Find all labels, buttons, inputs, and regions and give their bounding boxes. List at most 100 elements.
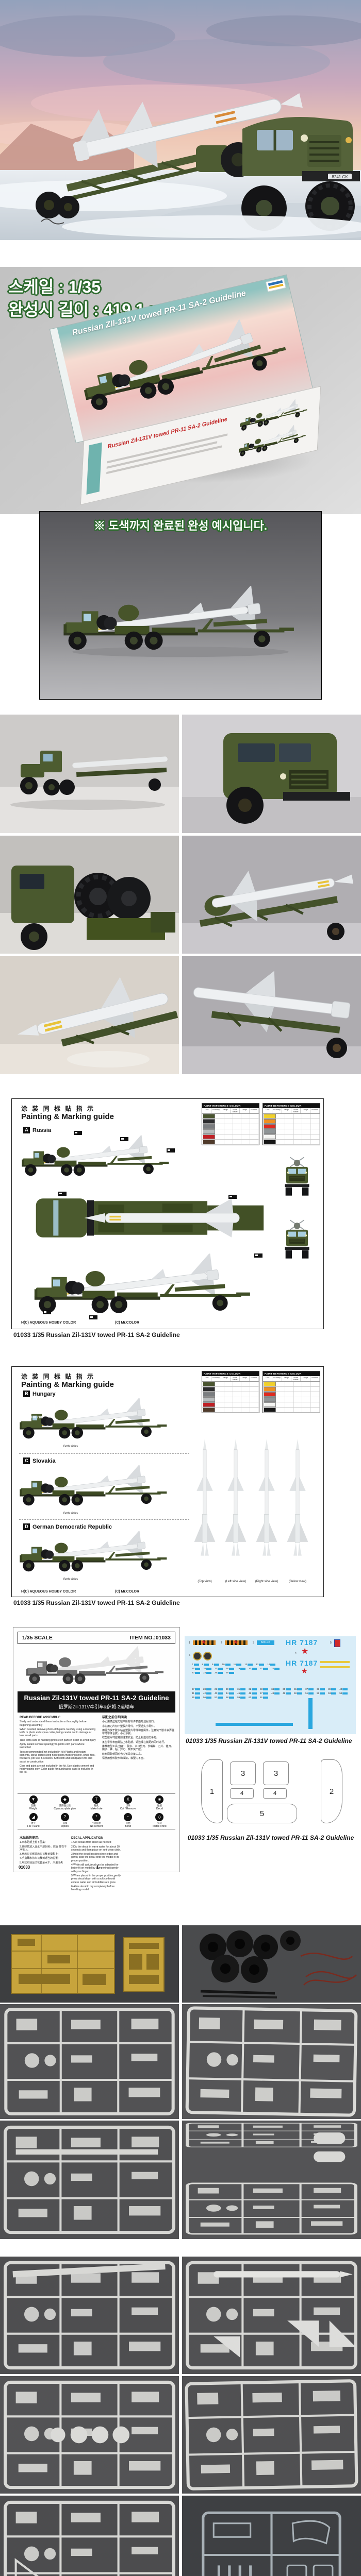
decal-item: 28	[203, 1688, 212, 1690]
paint-swatch	[203, 1114, 215, 1118]
read-before-en-item: When needed, remove photo-etch parts car…	[20, 1727, 96, 1738]
decal-item: 36	[294, 1688, 303, 1690]
sprue-photo-wheel-hubs	[0, 2376, 179, 2494]
instruction-scale: 1/35 SCALE	[22, 1635, 53, 1641]
slovakia-side-view	[17, 1465, 172, 1512]
paint-col-label: Humbrol	[310, 1108, 320, 1113]
decal-item: 17	[215, 1667, 223, 1670]
completed-model-render	[59, 579, 302, 657]
paint-swatch	[264, 1140, 276, 1144]
decal-item: 61	[260, 1696, 269, 1699]
instruction-title: Russian Zil-131V towed PR-11 SA-2 Guidel…	[24, 1694, 169, 1702]
legend-item: ▼ 配重 Weight	[18, 1794, 49, 1811]
tall-decal	[308, 1698, 313, 1729]
decal-item: 27	[192, 1688, 201, 1690]
paint-col-label: Color	[202, 1108, 212, 1113]
decal-application-en-1: DECAL APPLICATION 1.Cut decals from shee…	[71, 1837, 121, 1892]
decal-item: 44	[226, 1692, 235, 1694]
legend-icon: ◆	[60, 1795, 69, 1804]
decal-item: 55	[192, 1696, 201, 1699]
decal-item: 11	[234, 1663, 242, 1666]
read-before-cn-item: 小心用刀片切下塑胶片零件，不要遗失小零件。	[102, 1724, 157, 1728]
decal-sheet-image: 1 ★ 2 ★ 3 8241CK HR 7187 ★ 4 5 6 HR 7187…	[185, 1636, 356, 1734]
gdr-roundel-decal	[193, 1652, 202, 1660]
decal-item: 48	[271, 1692, 280, 1694]
clear-parts-sprue-photo	[182, 2496, 361, 2576]
mask-shape: 3	[263, 1761, 289, 1785]
box-art-illustration: 8241 CK	[0, 0, 361, 240]
legend-item: ◆ 使用强力胶 Cyanoacrylate glue	[49, 1794, 80, 1811]
legend-item: ◢ 锉平 File / Sand	[18, 1811, 49, 1829]
instruction-sheet-page-1: 1/35 SCALE ITEM NO.:01033 Russian Zil-13…	[13, 1627, 180, 1891]
sprue-photo-chassis-parts	[182, 2004, 361, 2119]
trumpeter-logo	[266, 278, 286, 292]
gallery-photo-cab-spare-tires	[0, 836, 179, 954]
paint-col-label: Mr.Hobby	[211, 1108, 221, 1113]
paint-col-label: Humbrol	[250, 1108, 259, 1113]
variant-d-letter: D	[23, 1523, 30, 1530]
truck-rear-view	[281, 1215, 313, 1261]
paint-swatch	[203, 1140, 215, 1144]
decal-item: 43	[215, 1692, 223, 1694]
yellow-stripe-decal	[320, 1666, 350, 1668]
symbol-legend: ▼ 配重 Weight ◆ 使用强力胶 Cyanoacrylate glue T…	[18, 1793, 175, 1829]
read-before-en-item: Take extra care in handling photo etch p…	[20, 1738, 96, 1742]
read-before-en-item: Apply instant cement sparingly to photo …	[20, 1743, 85, 1750]
decal-item: 42	[203, 1692, 212, 1694]
legend-icon: ■	[155, 1795, 164, 1804]
red-star-decal: ★	[233, 1639, 238, 1646]
mask-sheet-caption: 01033 1/35 Russian Zil-131V towed PR-11 …	[187, 1834, 354, 1841]
red-star-decal: ★	[301, 1667, 308, 1675]
paint-row	[202, 1140, 259, 1145]
decal-item: 40	[339, 1688, 348, 1690]
variant-c-name: Slovakia	[32, 1458, 56, 1464]
legend-icon: ?	[60, 1813, 69, 1821]
read-before-cn-item: 用强力快干胶水粘合塑胶片零件和金属件，注意快干胶水会弄脏可动零件合拢，小心涂胶。	[102, 1728, 175, 1736]
gdr-roundel-decal	[203, 1652, 212, 1660]
decal-item: 31	[237, 1688, 246, 1690]
paint-callout	[254, 1253, 262, 1258]
paint-swatch	[203, 1119, 215, 1124]
mask-shape: 5	[227, 1804, 297, 1823]
read-before-cn-item: 推荐模型工具(自备)：胶水、水口剪刀、长嘴钳、刀片、锉刀、镊子、锥、钻、剪刀、软…	[102, 1745, 174, 1752]
artist-signature	[41, 218, 64, 225]
decal-item: 49	[283, 1692, 291, 1694]
decal-item: 59	[237, 1696, 246, 1699]
gallery-photo-trailer-missile	[182, 836, 361, 954]
paint-col-label: Color	[263, 1108, 273, 1113]
sprue-photo-tank-parts	[182, 2121, 361, 2239]
decal-item: 16	[203, 1667, 212, 1670]
hungary-side-view	[17, 1398, 172, 1445]
paint-swatch	[203, 1124, 215, 1129]
variant-d-name: German Democratic Republic	[32, 1524, 112, 1530]
legend-item: ■ 贴纸 Decal	[144, 1794, 175, 1811]
decal-item: 19	[237, 1667, 246, 1670]
paint-row	[263, 1124, 320, 1129]
paint-col-label: Model Master	[291, 1108, 301, 1113]
paint-row	[202, 1124, 259, 1129]
hr7187-decal-2: HR 7187	[286, 1659, 318, 1667]
legend-item: T 钻孔 Make hole	[80, 1794, 112, 1811]
read-before-cn-item: 某些零件表面需贴上水贴纸，请选择在装配的同时进行。	[102, 1740, 167, 1744]
decal-item: 38	[317, 1688, 325, 1690]
completed-model-photo: ※ 도색까지 완료된 완성 예시입니다.	[39, 511, 322, 700]
spec-scale: 스케일 : 1/35	[8, 278, 101, 296]
paint-swatch	[264, 1134, 276, 1139]
painting-guide-page-2: 涂 装 同 标 贴 指 示 Painting & Marking guide P…	[11, 1366, 324, 1597]
box-side-band	[86, 442, 102, 495]
decal-item: 9	[212, 1663, 219, 1666]
decal-item: 57	[215, 1696, 223, 1699]
paint-callout	[89, 1315, 97, 1319]
paint-col-label: Model Master	[231, 1108, 240, 1113]
guide-2-caption: 01033 1/35 Russian Zil-131V towed PR-11 …	[13, 1599, 180, 1606]
decal-item: 56	[203, 1696, 212, 1699]
read-before-cn: 装配之前仔细阅读 小心用模型锉刀锉平所有零件表面的注射浇口。小心用刀片切下塑胶片…	[102, 1716, 175, 1760]
decal-item: 8	[202, 1663, 209, 1666]
missile-right-view	[255, 1418, 278, 1578]
red-star-decal: ★	[201, 1639, 206, 1646]
paint-callout	[167, 1148, 175, 1153]
